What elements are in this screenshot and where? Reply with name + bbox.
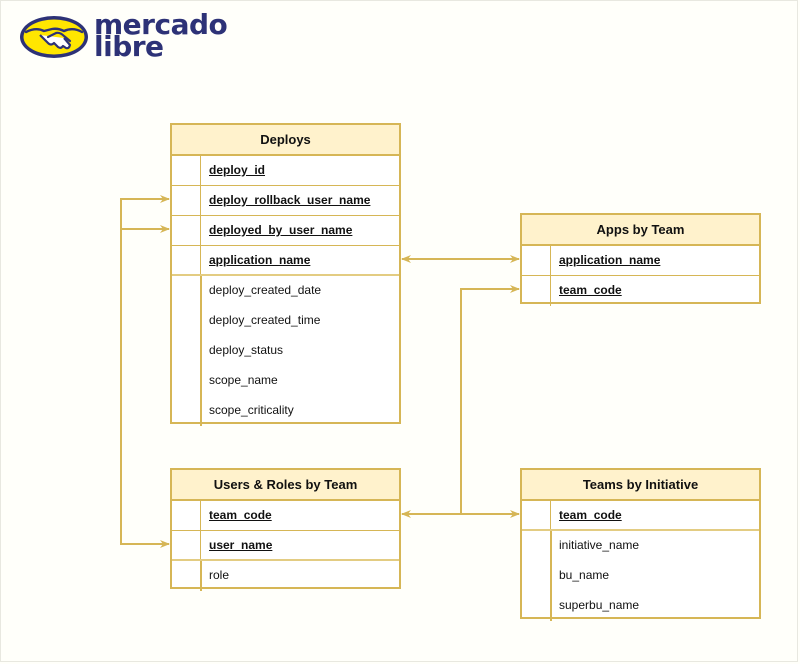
key-field: deploy_rollback_user_name (172, 186, 399, 216)
field-label: user_name (209, 538, 273, 552)
logo-text-libre: libre (94, 30, 164, 63)
key-field: application_name (172, 246, 399, 276)
field-label: role (209, 568, 230, 582)
field-label: deploy_created_time (209, 313, 321, 327)
field-label: scope_name (209, 373, 278, 387)
field-label: deploy_status (209, 343, 284, 357)
connector-user-name-rollback (120, 195, 170, 548)
key-field: application_name (522, 246, 759, 276)
attribute-list: initiative_name bu_name superbu_name (522, 531, 759, 621)
attribute-field: scope_criticality (172, 396, 399, 426)
key-field: deployed_by_user_name (172, 216, 399, 246)
key-field: user_name (172, 531, 399, 561)
handshake-logo-icon (20, 16, 88, 58)
attribute-field: initiative_name (522, 531, 759, 561)
key-field: team_code (522, 501, 759, 531)
field-label: deploy_rollback_user_name (209, 193, 371, 207)
attribute-list: deploy_created_date deploy_created_time … (172, 276, 399, 426)
key-field: deploy_id (172, 156, 399, 186)
entity-title: Deploys (172, 125, 399, 156)
entity-deploys[interactable]: Deploys deploy_id deploy_rollback_user_n… (170, 123, 401, 426)
attribute-field: deploy_status (172, 336, 399, 366)
field-label: deploy_created_date (209, 283, 322, 297)
entity-users-roles-by-team[interactable]: Users & Roles by Team team_code user_nam… (170, 468, 401, 591)
field-label: superbu_name (559, 598, 640, 612)
connector-team-code-apps (460, 285, 520, 514)
attribute-field: deploy_created_date (172, 276, 399, 306)
field-label: team_code (559, 283, 622, 297)
key-field: team_code (522, 276, 759, 306)
entity-apps-by-team[interactable]: Apps by Team application_name team_code (520, 213, 761, 306)
logo-text-mercado: mercado (94, 8, 228, 41)
key-field: team_code (172, 501, 399, 531)
field-label: scope_criticality (209, 403, 294, 417)
attribute-field: bu_name (522, 561, 759, 591)
field-label: application_name (559, 253, 661, 267)
attribute-field: role (172, 561, 399, 591)
field-label: deployed_by_user_name (209, 223, 353, 237)
entity-title: Apps by Team (522, 215, 759, 246)
entity-title: Teams by Initiative (522, 470, 759, 501)
field-label: deploy_id (209, 163, 266, 177)
mercado-libre-logo: mercado libre (18, 10, 228, 66)
field-label: initiative_name (559, 538, 640, 552)
field-label: team_code (559, 508, 622, 522)
entity-title: Users & Roles by Team (172, 470, 399, 501)
field-label: team_code (209, 508, 272, 522)
attribute-field: deploy_created_time (172, 306, 399, 336)
entity-teams-by-initiative[interactable]: Teams by Initiative team_code initiative… (520, 468, 761, 621)
field-label: application_name (209, 253, 311, 267)
field-label: bu_name (559, 568, 610, 582)
attribute-list: role (172, 561, 399, 591)
attribute-field: scope_name (172, 366, 399, 396)
attribute-field: superbu_name (522, 591, 759, 621)
